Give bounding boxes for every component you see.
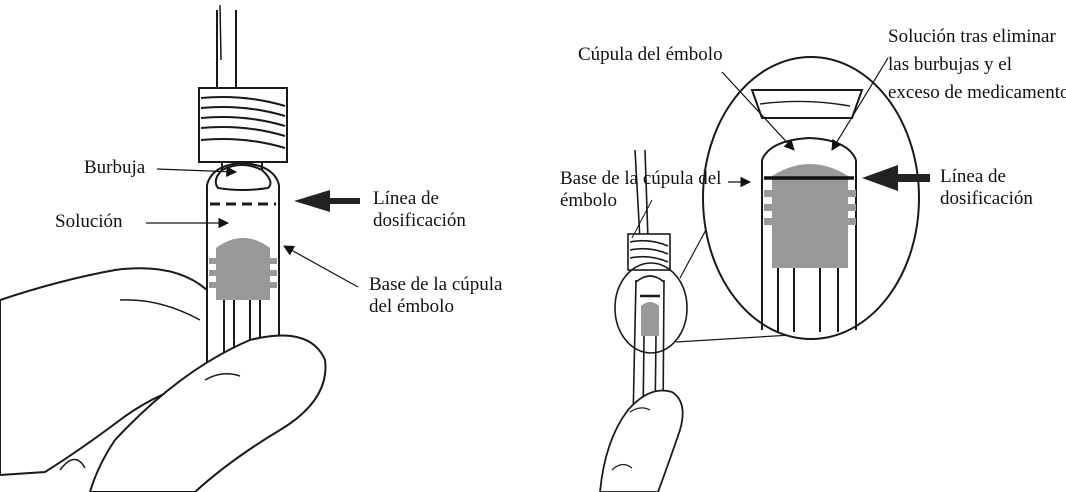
label-solution-after-1: Solución tras eliminar (888, 26, 1056, 47)
label-dosing-line-right-2: dosificación (940, 188, 1033, 209)
plunger-rib (764, 204, 772, 211)
magnified-shoulder (761, 136, 857, 161)
dome-arrow (721, 71, 795, 151)
magnified-syringe (750, 89, 864, 332)
plunger-rib (848, 204, 856, 211)
plunger-dome (216, 238, 270, 300)
right-small-syringe (627, 149, 671, 421)
dosing-line-arrow (294, 190, 360, 212)
solution-after-arrow (831, 57, 889, 151)
label-solution-after-2: las burbujas y el (888, 54, 1013, 75)
needle-hub (627, 233, 671, 271)
left-annotations (146, 166, 359, 288)
plunger-rib (209, 258, 216, 264)
barrel-shoulder (206, 161, 280, 186)
label-dome-base-right-1: Base de la cúpula del (560, 168, 722, 189)
magnified-plunger (764, 164, 856, 268)
plunger-rib (848, 218, 856, 225)
bubble-shape (214, 164, 272, 191)
dome-base-leader (631, 199, 653, 239)
magnified-hub (750, 89, 864, 119)
plunger-rib (764, 218, 772, 225)
label-solution: Solución (55, 211, 123, 232)
label-solution-after-3: exceso de medicamento (888, 82, 1066, 103)
plunger-dome (772, 164, 848, 268)
plunger-rib (270, 258, 277, 264)
plunger-rib (270, 270, 277, 276)
left-plunger (209, 238, 277, 300)
plunger-rib (209, 282, 216, 288)
dome-base-arrow (283, 245, 359, 288)
label-dome-base-right-2: émbolo (560, 190, 617, 211)
label-dosing-line-1: Línea de (373, 188, 439, 209)
plunger-rib (209, 270, 216, 276)
label-dosing-line-2: dosificación (373, 210, 466, 231)
needle-hub (198, 87, 288, 163)
dosing-line-arrow (862, 165, 930, 191)
plunger-rib (270, 282, 277, 288)
needle-line (644, 149, 649, 241)
right-hand (599, 389, 684, 492)
label-dome-base-1: Base de la cúpula (369, 274, 503, 295)
small-plunger-dome (641, 302, 659, 336)
barrel-shoulder (635, 275, 665, 283)
label-bubble: Burbuja (84, 157, 146, 178)
label-dome-base-2: del émbolo (369, 296, 454, 317)
needle-line (219, 4, 222, 61)
barrel-wall-left (632, 279, 637, 421)
plunger-rib (764, 190, 772, 197)
label-dosing-line-right-1: Línea de (940, 166, 1006, 187)
right-annotations (721, 57, 889, 188)
bubble-arrow (156, 166, 238, 178)
plunger-rib (848, 190, 856, 197)
magnifier-small-circle (614, 262, 688, 354)
label-dome: Cúpula del émbolo (578, 44, 723, 65)
left-hand (0, 267, 327, 492)
